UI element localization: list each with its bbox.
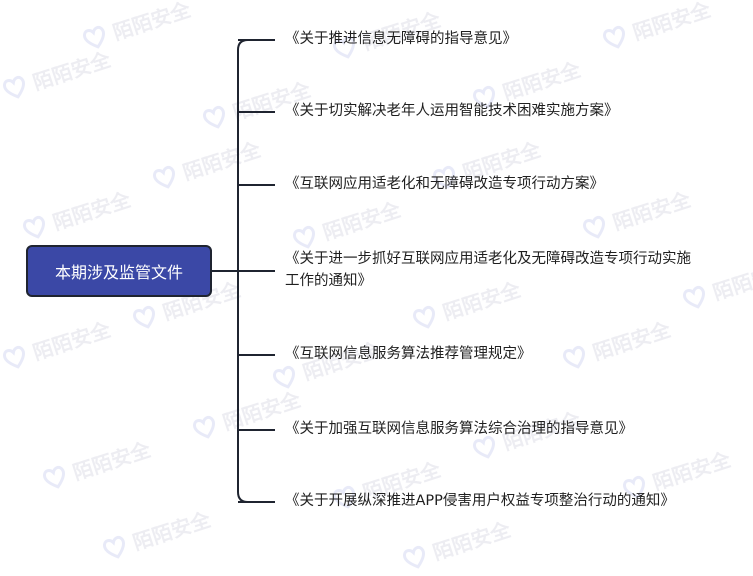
root-node: 本期涉及监管文件 <box>26 245 212 297</box>
leaf-node: 《互联网信息服务算法推荐管理规定》 <box>285 346 532 362</box>
tree-connectors <box>212 39 275 503</box>
watermark-heart-icon <box>402 545 425 569</box>
leaf-node: 《关于加强互联网信息服务算法综合治理的指导意见》 <box>285 421 633 437</box>
leaf-node: 《关于进一步抓好互联网应用适老化及无障碍改造专项行动实施工作的通知》 <box>285 251 691 289</box>
leaf-node: 《互联网应用适老化和无障碍改造专项行动方案》 <box>285 176 604 192</box>
leaf-node: 《关于推进信息无障碍的指导意见》 <box>285 31 517 47</box>
leaf-node: 《关于开展纵深推进APP侵害用户权益专项整治行动的通知》 <box>285 493 675 509</box>
leaf-node: 《关于切实解决老年人运用智能技术困难实施方案》 <box>285 103 619 119</box>
root-node-label: 本期涉及监管文件 <box>54 263 183 282</box>
